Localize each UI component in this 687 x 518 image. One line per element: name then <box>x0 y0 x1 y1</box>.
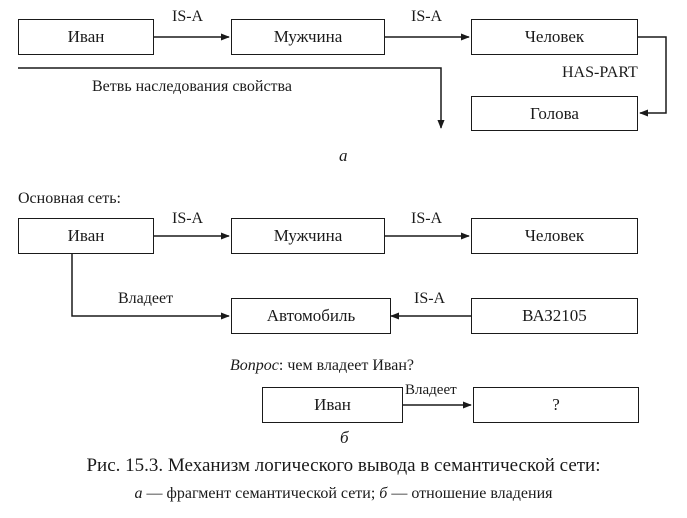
edge-label-has-part: HAS-PART <box>562 64 638 81</box>
inheritance-branch-arrow <box>18 67 445 129</box>
node-human-b: Человек <box>471 218 638 254</box>
edge-label-isa2-b: IS-A <box>411 210 443 227</box>
figure-caption-line2: а — фрагмент семантической сети; б — отн… <box>134 485 553 502</box>
node-car: Автомобиль <box>231 298 391 334</box>
node-man-b: Мужчина <box>231 218 385 254</box>
network-title: Основная сеть: <box>18 190 121 207</box>
node-human-a: Человек <box>471 19 638 55</box>
edge-label-isa1-a: IS-A <box>172 8 204 25</box>
inheritance-branch-label: Ветвь наследования свойства <box>92 78 292 95</box>
part-a-letter: а <box>339 146 348 165</box>
question: Вопрос: чем владеет Иван? <box>230 357 414 375</box>
figure-caption-line1: Рис. 15.3. Механизм логического вывода в… <box>86 455 601 476</box>
edge-label-owns: Владеет <box>118 290 174 307</box>
node-head-a: Голова <box>471 96 638 131</box>
query-edge-label-owns: Владеет <box>405 382 457 398</box>
query-node-ivan: Иван <box>262 387 403 423</box>
edge-label-isa2-a: IS-A <box>411 8 443 25</box>
node-man-a: Мужчина <box>231 19 385 55</box>
query-node-unknown: ? <box>473 387 639 423</box>
edge-owns <box>71 254 230 320</box>
edge-has-part <box>638 36 667 117</box>
node-ivan-b: Иван <box>18 218 154 254</box>
question-text: : чем владеет Иван? <box>278 357 415 374</box>
question-prefix: Вопрос <box>230 357 279 374</box>
edge-label-isa3-b: IS-A <box>414 290 446 307</box>
part-b-letter: б <box>340 428 349 447</box>
node-ivan-a: Иван <box>18 19 154 55</box>
edge-label-isa1-b: IS-A <box>172 210 204 227</box>
node-vaz: ВАЗ2105 <box>471 298 638 334</box>
